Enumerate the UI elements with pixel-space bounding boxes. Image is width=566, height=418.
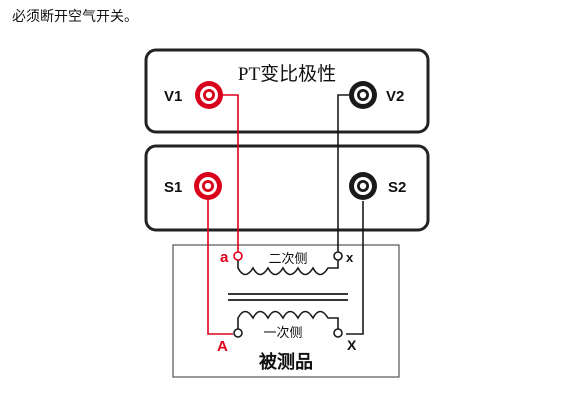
device-under-test-box	[172, 244, 400, 378]
terminal-post-v2[interactable]	[349, 81, 377, 109]
terminal-post-v1[interactable]	[195, 81, 223, 109]
instruction-caption: 必须断开空气开关。	[12, 9, 138, 25]
wire-s2-to-X	[346, 201, 364, 335]
terminal-post-s1[interactable]	[194, 172, 222, 200]
label-s2: S2	[388, 179, 406, 196]
label-primary-side: 一次侧	[263, 325, 302, 341]
terminal-a-small	[233, 251, 243, 261]
wire-v2-to-x	[337, 94, 349, 253]
label-A-big: A	[217, 338, 228, 355]
terminal-x-small	[333, 251, 343, 261]
label-a-small: a	[220, 249, 229, 266]
device-name: 被测品	[259, 351, 313, 373]
terminal-post-s2[interactable]	[349, 172, 377, 200]
instrument-title: PT变比极性	[238, 63, 336, 85]
terminal-X-big	[333, 328, 343, 338]
primary-winding	[237, 310, 339, 330]
terminal-A-big	[233, 328, 243, 338]
label-X-big: X	[347, 337, 357, 353]
label-v1: V1	[164, 88, 182, 105]
label-x-small: x	[346, 250, 354, 265]
transformer-symbol	[228, 259, 348, 330]
secondary-winding	[237, 259, 339, 276]
label-s1: S1	[164, 179, 182, 196]
wire-s1-to-A	[207, 186, 233, 335]
label-secondary-side: 二次侧	[268, 251, 307, 267]
instrument-top-panel	[144, 48, 430, 134]
instrument-bottom-panel	[144, 144, 430, 232]
wire-v1-to-a	[222, 94, 239, 256]
label-v2: V2	[386, 88, 404, 105]
